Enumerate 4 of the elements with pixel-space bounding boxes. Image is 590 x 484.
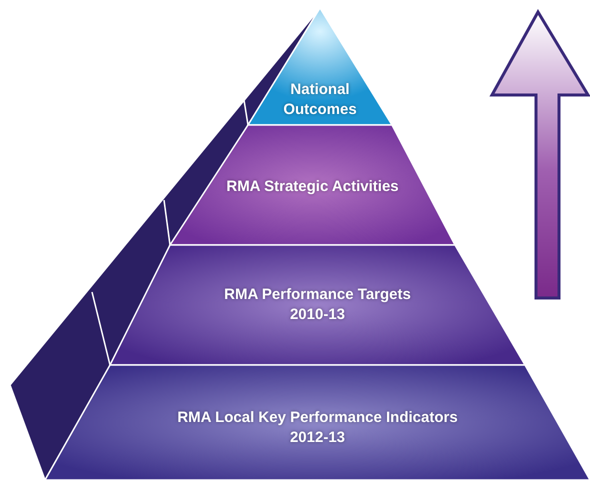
level-label: RMA Performance Targets 2010-13 <box>223 285 412 325</box>
level-label: National Outcomes <box>282 80 358 120</box>
level-label: RMA Strategic Activities <box>225 177 400 197</box>
level-label: RMA Local Key Performance Indicators 2012-13 <box>176 408 459 448</box>
